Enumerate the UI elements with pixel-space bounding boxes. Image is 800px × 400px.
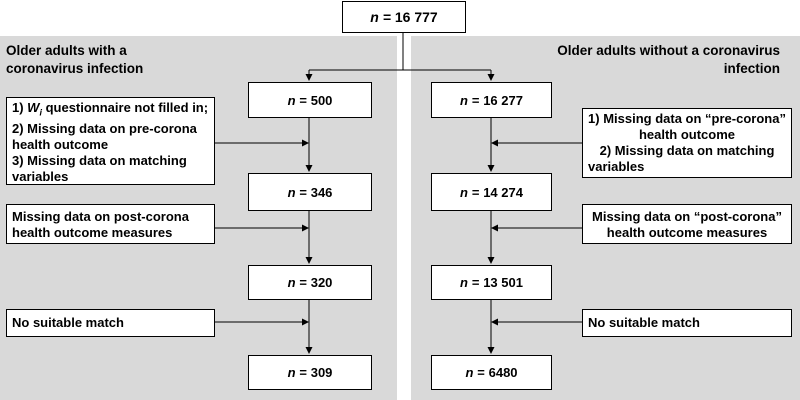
note-line: health outcome [638,127,736,142]
note-line: 2) Missing data on pre-corona [12,120,197,136]
n-label: n = [287,275,307,290]
count-value: 320 [310,275,333,290]
note-line: 1) Wi questionnaire not filled in; [12,100,209,118]
count-box-left-4: n =309 [248,355,372,390]
count-value: 14 274 [483,184,523,200]
exclusion-note-left-3: No suitable match [6,309,215,337]
exclusion-note-left-1: 1) Wi questionnaire not filled in; 2) Mi… [6,97,215,185]
n-label: n = [287,92,307,108]
count-box-right-1: n =16 277 [431,82,552,118]
count-value: 346 [310,184,333,200]
note-line: 1) Missing data on “pre-corona” [588,111,786,126]
count-box-left-1: n =500 [248,82,372,118]
count-box-total: n =16 777 [342,1,466,33]
exclusion-note-right-1: 1) Missing data on “pre-corona” health o… [582,108,792,178]
count-value: 13 501 [483,275,523,290]
note-line: No suitable match [12,315,124,330]
n-label: n = [370,9,391,25]
count-value: 6480 [488,365,518,380]
n-label: n = [287,365,307,380]
note-line: variables [588,159,645,174]
n-label: n = [460,92,480,108]
n-label: n = [287,184,307,200]
count-box-right-2: n =14 274 [431,173,552,211]
exclusion-note-right-3: No suitable match [582,309,792,337]
n-label: n = [460,184,480,200]
count-box-left-3: n =320 [248,265,372,300]
count-value: 309 [310,365,333,380]
note-line: health outcome [12,136,109,152]
note-line: No suitable match [588,315,700,330]
exclusion-note-left-2: Missing data on post-corona health outco… [6,204,215,244]
n-label: n = [465,365,485,380]
panel-title-infected: Older adults with a coronavirus infectio… [6,43,144,76]
note-line: Missing data on post-corona [12,209,189,224]
count-value: 16 277 [483,92,523,108]
note-line: Missing data on “post-corona” [592,209,782,224]
note-line: health outcome measures [606,225,768,240]
n-label: n = [460,275,480,290]
count-value: 16 777 [394,9,438,25]
exclusion-note-right-2: Missing data on “post-corona” health out… [582,204,792,244]
note-line: 2) Missing data on matching [599,143,775,158]
count-box-right-4: n =6480 [431,355,552,390]
count-value: 500 [310,92,333,108]
count-box-left-2: n =346 [248,173,372,211]
count-box-right-3: n =13 501 [431,265,552,300]
note-line: 3) Missing data on matching [12,152,187,168]
note-line: health outcome measures [12,225,173,240]
panel-title-not-infected: Older adults without a coronavirus infec… [557,43,780,76]
note-line: variables [12,168,69,184]
